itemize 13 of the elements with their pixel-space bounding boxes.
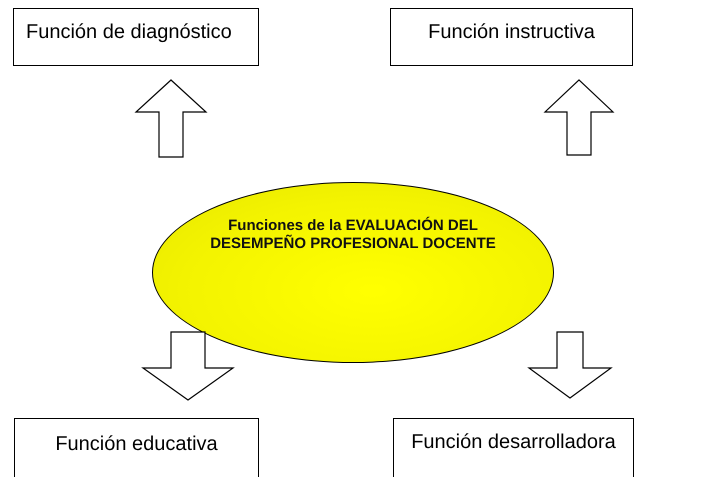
ellipse-title: Funciones de la EVALUACIÓN DEL DESEMPEÑO PROFESIONAL DOCENTE bbox=[209, 217, 497, 253]
function-box bbox=[393, 418, 634, 477]
box-label: Función educativa bbox=[55, 433, 218, 456]
function-box bbox=[390, 8, 633, 66]
block-arrow bbox=[134, 79, 208, 158]
block-arrow bbox=[543, 79, 615, 156]
box-label: Función instructiva bbox=[428, 21, 595, 44]
box-label: Función desarrolladora bbox=[411, 431, 616, 454]
box-label: Función de diagnóstico bbox=[26, 21, 232, 44]
function-box bbox=[13, 8, 259, 66]
block-arrow bbox=[527, 331, 613, 399]
function-box bbox=[14, 418, 259, 477]
block-arrow bbox=[141, 331, 235, 401]
